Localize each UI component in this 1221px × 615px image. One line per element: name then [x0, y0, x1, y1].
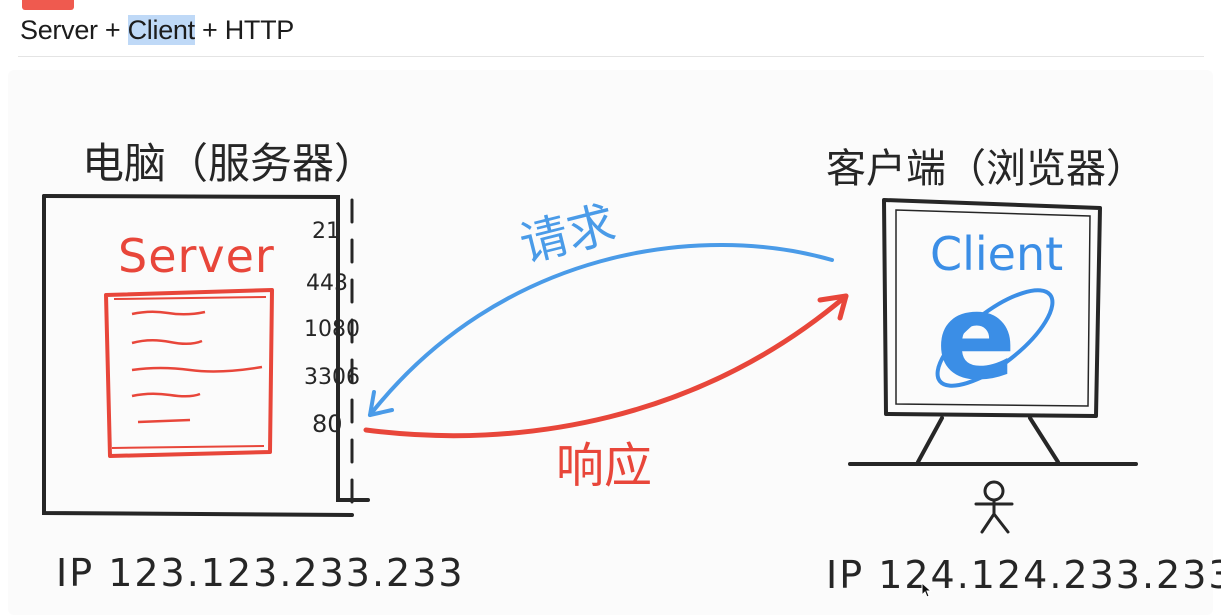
server-document-inner [111, 296, 267, 449]
port-label: 1080 [304, 317, 360, 342]
response-arrowhead [817, 293, 849, 321]
request-arrowhead [368, 390, 394, 417]
internet-explorer-icon: e [935, 268, 1055, 406]
server-box-label: Server [118, 229, 275, 283]
diagram-card [8, 70, 1213, 615]
title-part-2: + HTTP [194, 15, 295, 45]
client-monitor-bezel [895, 209, 1091, 407]
page-title: Server + Client + HTTP [20, 10, 294, 50]
server-doc-line-3 [131, 365, 263, 373]
server-doc-line-2 [131, 339, 203, 345]
response-arrow [363, 293, 849, 439]
server-monitor-base [42, 194, 354, 517]
server-doc-line-4 [131, 392, 201, 398]
client-monitor [882, 198, 1102, 418]
red-tag [22, 0, 74, 10]
title-divider [18, 56, 1204, 57]
server-document [104, 288, 274, 458]
person-icon [974, 480, 1014, 534]
mouse-cursor-icon [921, 582, 933, 598]
client-caption: 客户端（浏览器） [826, 146, 1146, 192]
request-arrow [368, 242, 834, 417]
port-label: 80 [312, 410, 343, 438]
port-label: 443 [306, 271, 348, 296]
port-label: 3306 [304, 365, 360, 390]
title-part-1: Server + [20, 15, 128, 45]
response-label: 响应 [556, 438, 652, 494]
client-monitor-stand [848, 416, 1138, 466]
client-ip: IP 124.124.233.233 [826, 553, 1221, 597]
server-caption: 电脑（服务器） [82, 139, 376, 188]
client-box-label: Client [930, 227, 1063, 281]
server-doc-line-1 [131, 310, 206, 316]
title-highlight: Client [127, 15, 195, 45]
browser-logo-letter: e [936, 268, 1016, 406]
server-ip: IP 123.123.233.233 [56, 551, 465, 595]
server-doc-line-5 [137, 418, 191, 424]
port-label: 21 [312, 219, 340, 244]
